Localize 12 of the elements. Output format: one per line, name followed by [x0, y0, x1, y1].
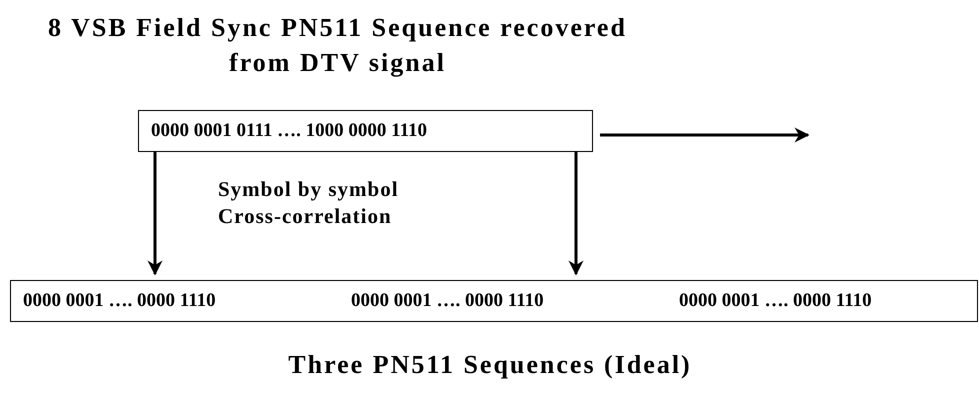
diagram-title: 8 VSB Field Sync PN511 Sequence recovered from DTV signal: [47, 12, 628, 79]
arrow: [568, 152, 584, 276]
arrow: [148, 152, 162, 276]
caption: Three PN511 Sequences (Ideal): [287, 350, 693, 380]
arrow: [600, 128, 810, 142]
bit-sequence: 0000 0001 0111 …. 1000 0000 1110: [151, 120, 428, 142]
process-label: Symbol by symbol Cross-correlation: [218, 176, 400, 230]
bit-sequence: 0000 0001 …. 0000 1110: [351, 290, 544, 312]
bit-sequence: 0000 0001 …. 0000 1110: [679, 290, 872, 312]
sequence-box: [138, 110, 593, 152]
bit-sequence: 0000 0001 …. 0000 1110: [23, 290, 216, 312]
sequence-box: [10, 280, 978, 322]
